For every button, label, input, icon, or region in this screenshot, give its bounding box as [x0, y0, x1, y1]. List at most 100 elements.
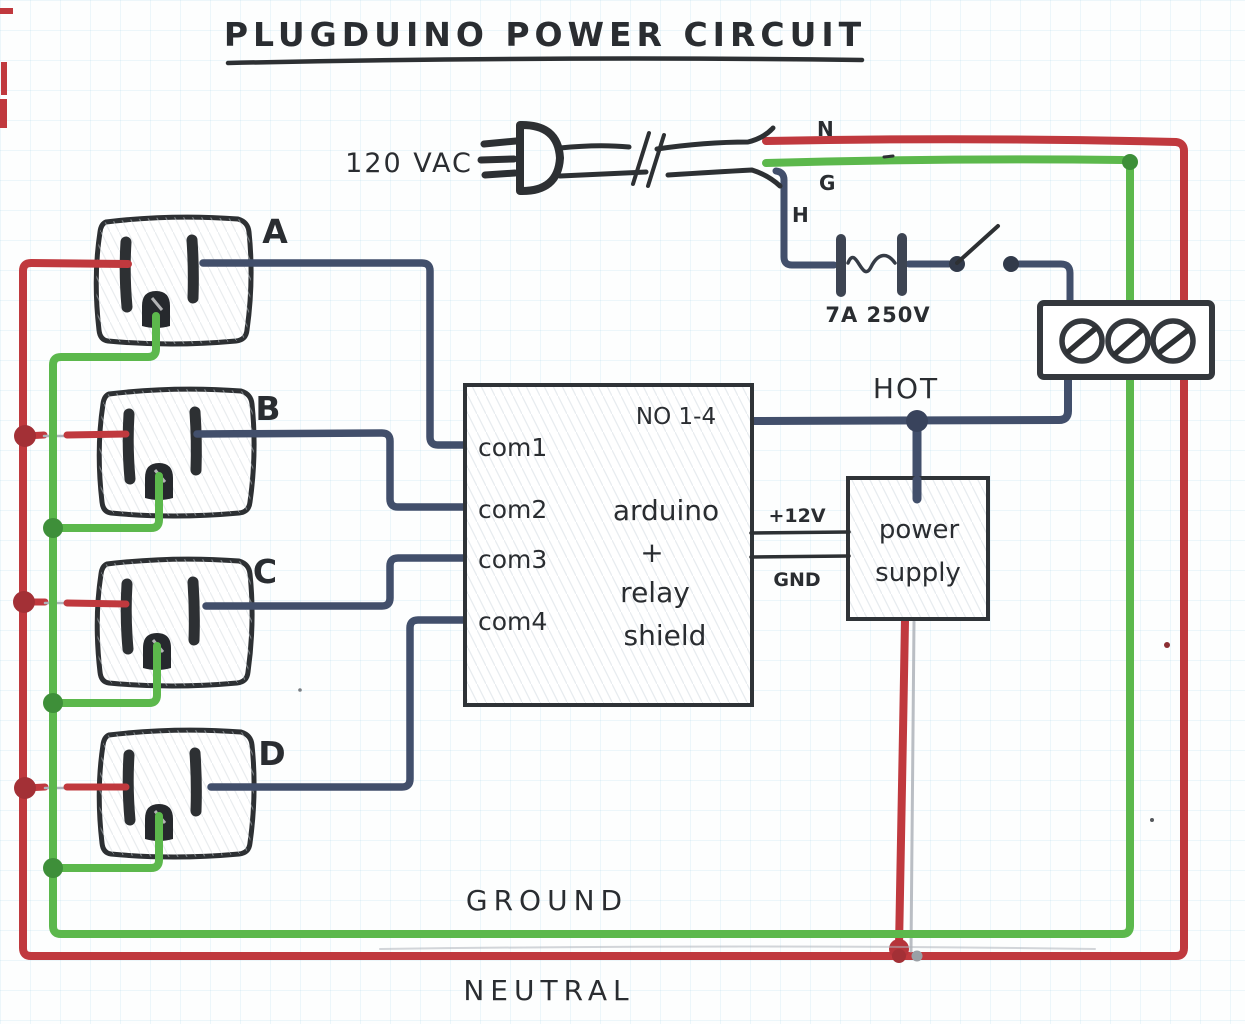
com1-label: com1: [478, 433, 547, 462]
relay-board-name-1: arduino: [613, 494, 719, 527]
outlet-b: [99, 389, 254, 516]
psu-gnd-line: [749, 554, 851, 559]
cord-segment-1-top: [557, 143, 632, 151]
terminal-screw-2-slot: [1112, 327, 1145, 357]
ground-drop-c: [49, 642, 161, 707]
com2-label: com2: [478, 495, 547, 524]
psu-name-2: supply: [875, 558, 961, 588]
cord-segment-2-bottom: [665, 167, 783, 189]
plug-prong-3: [481, 169, 519, 179]
ground-drop-d: [49, 812, 163, 872]
com2-wire: [193, 429, 468, 511]
outlet-a-face: [96, 217, 251, 344]
neutral-junction-c: [13, 591, 35, 613]
ac-plug: [477, 120, 783, 196]
psu-12v-line: [749, 530, 851, 535]
scan-marks: [0, 8, 1170, 822]
neutral-net-label: NEUTRAL: [463, 974, 634, 1007]
hot-junction-dot: [906, 410, 928, 432]
ground-junction-d: [43, 858, 63, 878]
power-supply-box: [749, 475, 990, 621]
fuse-rating-label: 7A 250V: [825, 303, 930, 327]
switch-blade: [955, 224, 1000, 265]
terminal-block: [1037, 300, 1215, 380]
switch-contact-right: [1003, 256, 1019, 272]
neutral-stub-c2: [63, 599, 130, 608]
com4-label: com4: [478, 607, 547, 636]
neutral-stub-b2: [63, 430, 130, 439]
outlet-a-label: A: [262, 212, 288, 251]
ground-drop-b: [49, 472, 163, 532]
outlet-d-label: D: [258, 734, 285, 773]
neutral-main-wire: [19, 135, 1188, 960]
page-title: PLUGDUINO POWER CIRCUIT: [224, 15, 866, 54]
relay-board-name-4: shield: [624, 619, 707, 652]
cord-ground-label: G: [819, 171, 835, 195]
cord-neutral-label: N: [817, 117, 834, 141]
cord-break-slash-2: [646, 133, 666, 188]
neutral-wiring: [13, 135, 1188, 963]
cord-hot-label: H: [792, 203, 809, 227]
plug-prong-2: [477, 155, 518, 164]
ink-speck-2: [882, 154, 895, 159]
psu-gnd-label: GND: [773, 569, 820, 591]
relay-board-name-3: relay: [620, 576, 690, 609]
ink-speck-3: [1150, 818, 1154, 822]
psu-name-1: power: [879, 515, 960, 545]
ground-wiring: [43, 154, 1138, 938]
outlet-c: [97, 559, 252, 686]
neutral-junction-b: [14, 425, 36, 447]
neutral-junction-d: [14, 777, 36, 799]
terminal-screw-1-slot: [1065, 325, 1099, 355]
psu-neutral-gray-dot: [911, 950, 923, 962]
outlet-d-face: [99, 730, 254, 857]
plug-body: [516, 120, 564, 196]
ground-net-label: GROUND: [466, 884, 628, 917]
labels: PLUGDUINO POWER CIRCUIT 120 VAC N G H 7A…: [224, 15, 961, 1007]
hot-net-label: HOT: [873, 372, 939, 405]
relay-output-label: NO 1-4: [636, 404, 716, 430]
plug-prong-1: [480, 137, 520, 148]
outlet-a: [96, 217, 251, 344]
ink-speck-4: [298, 688, 302, 692]
hot-cord-drop: [772, 167, 838, 269]
scan-mark-red-3: [0, 99, 7, 128]
relay-board-name-2: +: [640, 536, 663, 569]
outlet-b-label: B: [255, 389, 280, 428]
outlet-b-face: [99, 389, 254, 516]
outlet-c-face: [97, 559, 252, 686]
outlet-c-label: C: [253, 552, 277, 591]
ground-junction-b: [43, 518, 63, 538]
ground-corner-dot: [1122, 154, 1138, 170]
ground-main-wire: [49, 155, 1134, 938]
cord-segment-2-top: [654, 125, 776, 152]
cord-break-slash-1: [631, 131, 651, 186]
psu-neutral-junction: [892, 949, 906, 963]
ink-speck-1: [1164, 642, 1170, 648]
hot-wiring: [193, 167, 1074, 791]
title-underline: [225, 56, 865, 66]
source-label: 120 VAC: [345, 148, 473, 179]
com1-wire: [199, 259, 468, 449]
fuse-filament: [846, 253, 897, 274]
terminal-screw-3-slot: [1157, 328, 1190, 355]
switch-to-terminal-wire: [1014, 260, 1074, 312]
scan-mark-red-1: [0, 8, 13, 14]
outlet-d: [99, 730, 254, 857]
relay-board-shading: [467, 387, 750, 703]
power-switch: [949, 224, 1019, 272]
psu-neutral-wire: [895, 617, 909, 951]
com3-label: com3: [478, 545, 547, 574]
scan-mark-red-2: [1, 62, 7, 95]
com3-wire: [202, 554, 468, 610]
hot-bus-wire: [749, 370, 1072, 425]
neutral-pencil-guide: [379, 945, 1096, 950]
ground-junction-c: [43, 693, 63, 713]
psu-neutral-pencil: [909, 620, 916, 953]
psu-12v-label: +12V: [768, 505, 825, 527]
fuse: [836, 233, 907, 297]
com4-wire: [207, 616, 468, 791]
cord-segment-1-bottom: [557, 169, 649, 179]
